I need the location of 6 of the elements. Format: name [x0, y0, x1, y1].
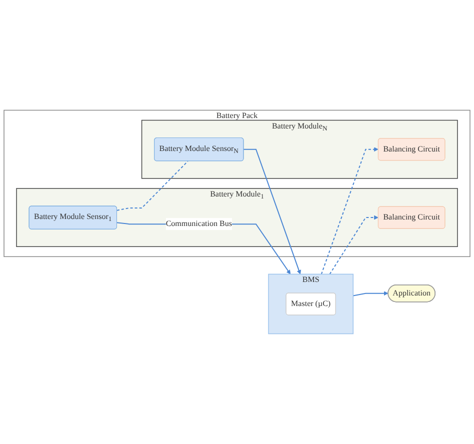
arrow	[242, 148, 302, 274]
arrow	[352, 291, 388, 296]
arrow	[320, 147, 378, 275]
edge-label: Communication Bus	[166, 220, 232, 228]
connector	[116, 160, 188, 211]
arrow	[329, 215, 378, 275]
